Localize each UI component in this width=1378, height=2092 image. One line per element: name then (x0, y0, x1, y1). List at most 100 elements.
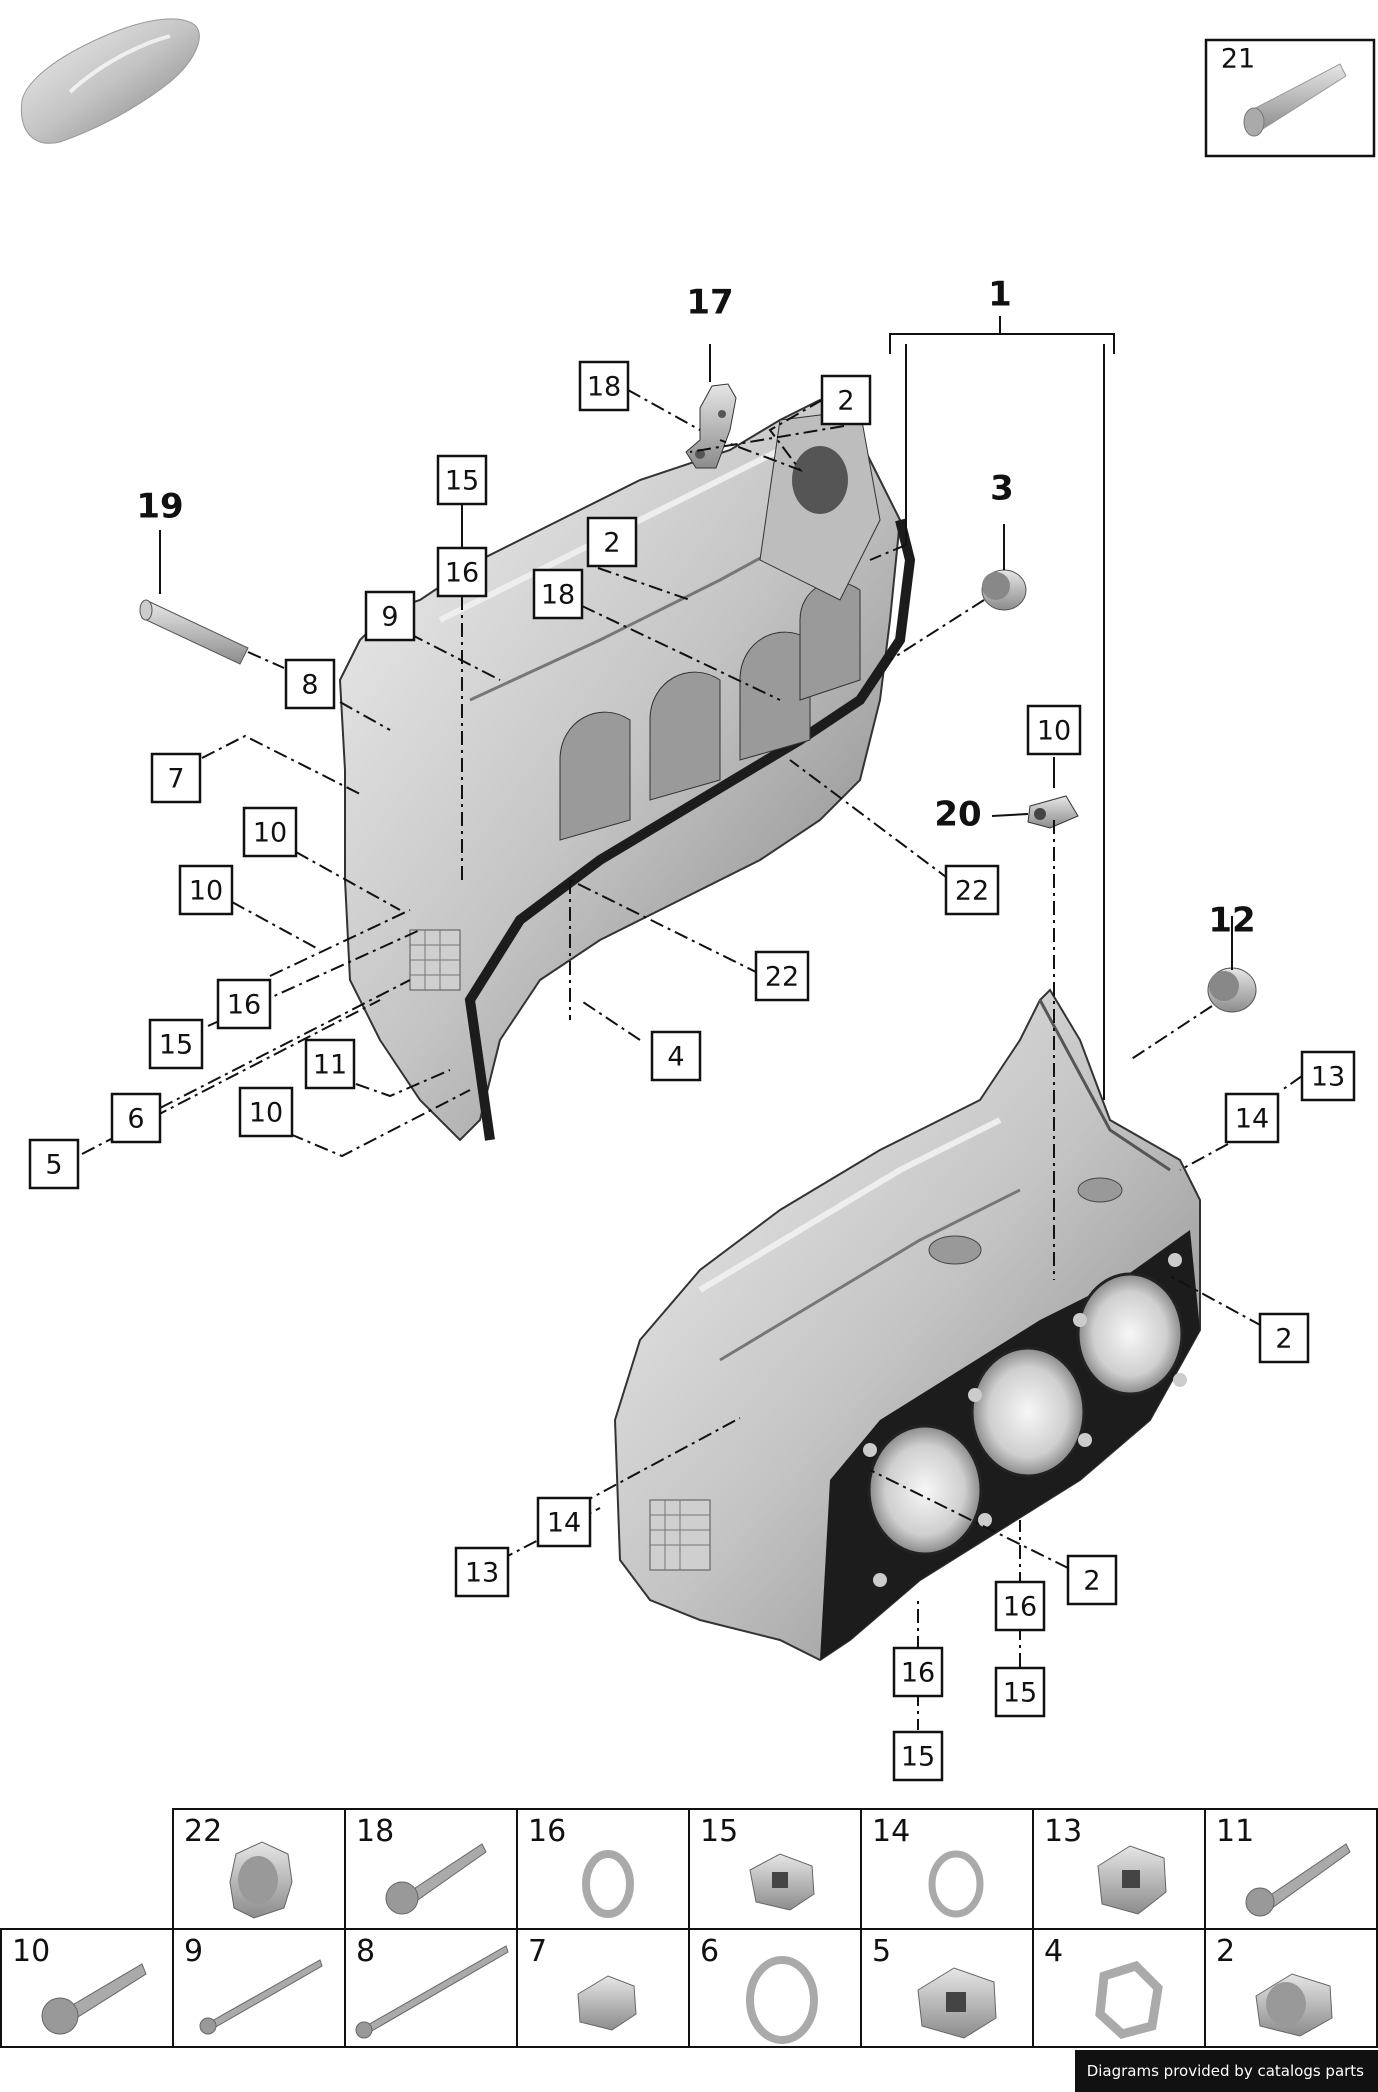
svg-text:15: 15 (1003, 1678, 1037, 1709)
sealing-plug-icon (229, 1841, 293, 1919)
part-cell: 5 (860, 1928, 1034, 2048)
consumable-number: 21 (1221, 44, 1255, 75)
svg-text:6: 6 (127, 1104, 144, 1135)
screw-plug-icon (749, 1853, 815, 1911)
svg-text:14: 14 (547, 1508, 581, 1539)
callout: 15 (994, 1666, 1046, 1718)
svg-text:16: 16 (445, 558, 479, 589)
callout: 7 (150, 752, 202, 804)
part-cell: 2 (1204, 1928, 1378, 2048)
consumable-box: 21 (1204, 38, 1376, 158)
callout: 5 (28, 1138, 80, 1190)
sealing-plug-icon (1255, 1973, 1333, 2037)
sealing-plug-3 (981, 569, 1027, 611)
part-cell: 4 (1032, 1928, 1206, 2048)
callout: 22 (754, 950, 810, 1002)
callout: 10 (1026, 704, 1082, 756)
svg-text:10: 10 (249, 1098, 283, 1129)
bolt-icon (41, 1963, 147, 2035)
grease-tube-icon (1243, 63, 1347, 137)
label-20: 20 (934, 795, 981, 835)
long-bolt-icon (199, 1959, 323, 2035)
screw-plug-icon (917, 1967, 997, 2039)
sensor-20 (1027, 795, 1079, 829)
callout: 14 (536, 1496, 592, 1548)
vehicle-icon (20, 18, 200, 144)
svg-text:8: 8 (301, 670, 318, 701)
label-12: 12 (1208, 901, 1255, 941)
svg-text:18: 18 (541, 580, 575, 611)
seal-ring-icon (746, 1956, 818, 2044)
svg-text:14: 14 (1235, 1104, 1269, 1135)
svg-text:15: 15 (159, 1030, 193, 1061)
svg-text:22: 22 (765, 962, 799, 993)
svg-text:2: 2 (1275, 1324, 1292, 1355)
callout: 22 (944, 864, 1000, 916)
callout: 14 (1224, 1092, 1280, 1144)
callout: 10 (238, 1086, 294, 1138)
svg-text:13: 13 (465, 1558, 499, 1589)
callout: 2 (586, 516, 638, 568)
svg-text:9: 9 (381, 602, 398, 633)
svg-text:15: 15 (901, 1742, 935, 1773)
part-cell: 22 (172, 1808, 346, 1930)
group-labels: 1 17 3 19 20 12 (136, 275, 1255, 941)
svg-text:16: 16 (1003, 1592, 1037, 1623)
svg-text:10: 10 (253, 818, 287, 849)
svg-text:15: 15 (445, 466, 479, 497)
callout-boxes: 18 2 15 2 16 18 9 8 7 10 10 10 22 22 16 … (28, 360, 1356, 1782)
callout: 16 (994, 1580, 1046, 1632)
callout: 4 (650, 1030, 702, 1082)
part-cell: 18 (344, 1808, 518, 1930)
dowel-pin-19 (139, 599, 249, 665)
part-cell: 16 (516, 1808, 690, 1930)
part-cell: 11 (1204, 1808, 1378, 1930)
callout: 15 (892, 1730, 944, 1782)
callout: 15 (436, 454, 488, 506)
svg-text:18: 18 (587, 372, 621, 403)
callout: 16 (436, 546, 488, 598)
part-cell: 8 (344, 1928, 518, 2048)
part-cell: 14 (860, 1808, 1034, 1930)
part-cell: 15 (688, 1808, 862, 1930)
svg-text:4: 4 (667, 1042, 684, 1073)
svg-text:16: 16 (227, 990, 261, 1021)
callout: 2 (820, 374, 872, 426)
svg-text:7: 7 (167, 764, 184, 795)
sealing-plug-12 (1207, 967, 1257, 1013)
callout: 10 (178, 864, 234, 916)
part-cell: 9 (172, 1928, 346, 2048)
callout: 8 (284, 658, 336, 710)
long-bolt-icon (355, 1945, 509, 2039)
seal-ring-icon (1095, 1960, 1163, 2039)
bracket-17 (685, 383, 737, 469)
svg-text:10: 10 (1037, 716, 1071, 747)
bolt-icon (385, 1843, 487, 1915)
callout: 10 (242, 806, 298, 858)
svg-text:2: 2 (1083, 1566, 1100, 1597)
label-3: 3 (990, 469, 1014, 509)
part-cell: 10 (0, 1928, 174, 2048)
leader-lines (81, 316, 1303, 1730)
crankcase-upper-half (338, 398, 916, 1142)
callout: 18 (532, 568, 584, 620)
callout: 9 (364, 590, 416, 642)
part-cell: 6 (688, 1928, 862, 2048)
diagram-credit: Diagrams provided by catalogs parts (1074, 2050, 1378, 2092)
svg-text:2: 2 (603, 528, 620, 559)
sealing-plug-icon (577, 1975, 637, 2031)
label-17: 17 (686, 283, 733, 323)
seal-ring-icon (928, 1850, 984, 1918)
callout: 13 (454, 1546, 510, 1598)
callout: 16 (216, 978, 272, 1030)
part-cell: 7 (516, 1928, 690, 2048)
label-19: 19 (136, 487, 183, 527)
bolt-icon (1245, 1843, 1351, 1917)
callout: 2 (1258, 1312, 1310, 1364)
callout: 18 (578, 360, 630, 412)
callout: 16 (892, 1646, 944, 1698)
seal-ring-icon (582, 1850, 634, 1918)
callout: 11 (304, 1038, 356, 1090)
screw-plug-icon (1097, 1845, 1167, 1915)
